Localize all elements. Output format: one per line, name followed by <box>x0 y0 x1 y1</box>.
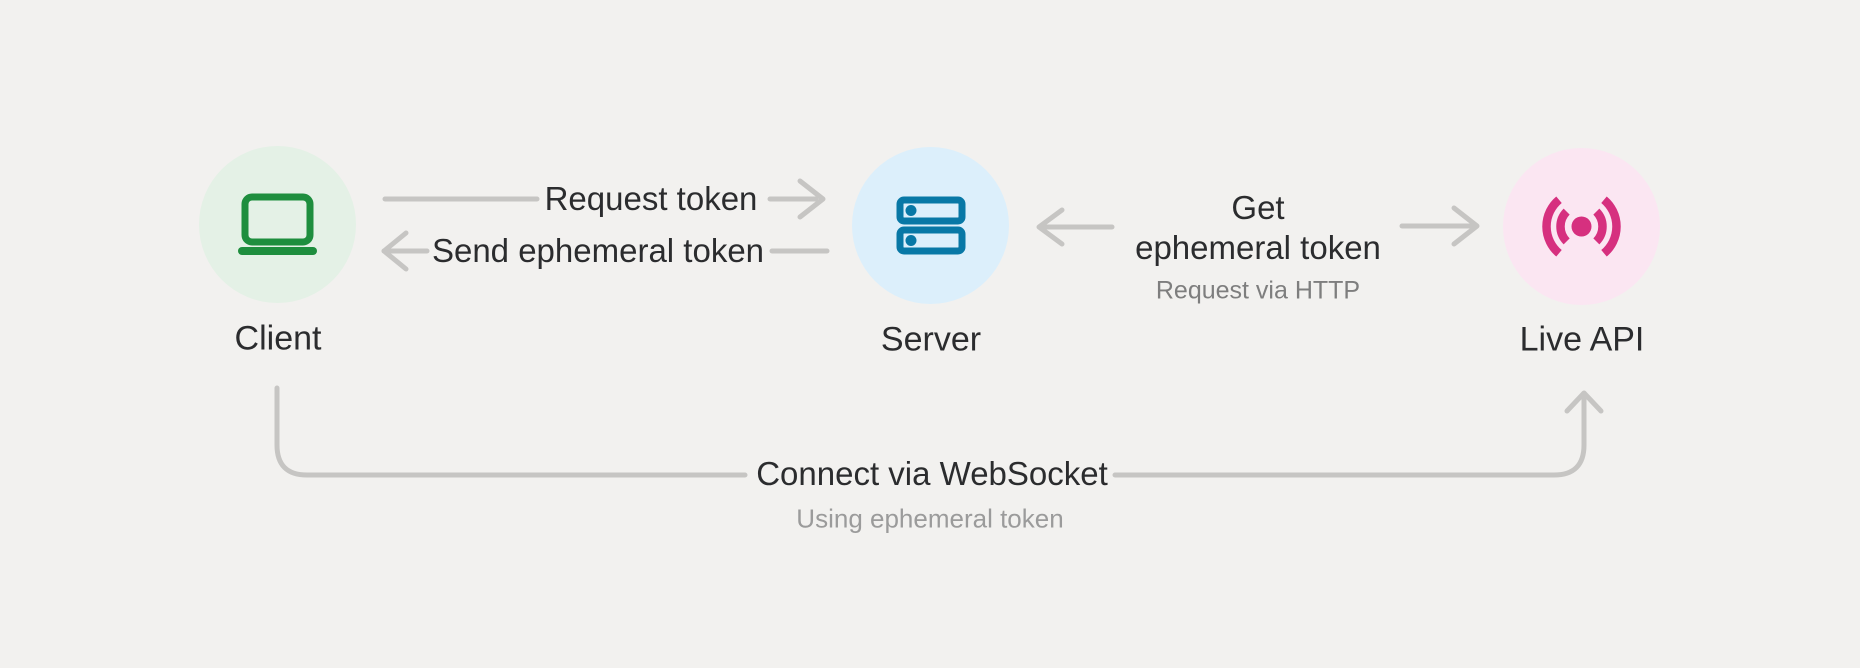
server-icon <box>896 196 966 255</box>
edge-label-request-token: Request token <box>544 180 758 217</box>
edge-label-connect-websocket: Connect via WebSocket <box>756 455 1108 492</box>
node-live-api <box>1503 148 1660 310</box>
websocket-path-left <box>274 385 748 478</box>
live-api-circle <box>1503 148 1660 305</box>
edge-label-line-2: ephemeral token <box>1135 229 1381 266</box>
edge-sublabel-request-via-http: Request via HTTP <box>1155 276 1361 305</box>
server-circle <box>852 147 1009 304</box>
send-token-arrowhead-icon <box>381 230 409 272</box>
node-client <box>199 146 356 308</box>
live-broadcast-icon <box>1542 196 1621 257</box>
websocket-arrowhead-icon <box>1564 390 1604 414</box>
get-token-left-arrowhead-icon <box>1036 207 1065 247</box>
client-circle <box>199 146 356 303</box>
node-label-live-api: Live API <box>1519 320 1645 359</box>
server-circle-bg <box>852 147 1009 304</box>
edge-label-line-1: Get <box>1231 189 1285 226</box>
node-label-server: Server <box>880 320 982 359</box>
node-label-client: Client <box>234 319 322 358</box>
edge-sublabel-using-ephemeral-token: Using ephemeral token <box>796 503 1064 534</box>
get-token-right-arrowhead-icon <box>1451 205 1480 247</box>
node-server <box>852 147 1009 309</box>
laptop-icon <box>238 193 317 255</box>
websocket-path-right <box>1112 394 1587 478</box>
client-circle-bg <box>199 146 356 303</box>
request-token-arrowhead-icon <box>797 178 826 220</box>
edge-label-send-ephemeral-token: Send ephemeral token <box>431 232 765 269</box>
edge-label-get-ephemeral-token: Get ephemeral token <box>1135 188 1381 268</box>
